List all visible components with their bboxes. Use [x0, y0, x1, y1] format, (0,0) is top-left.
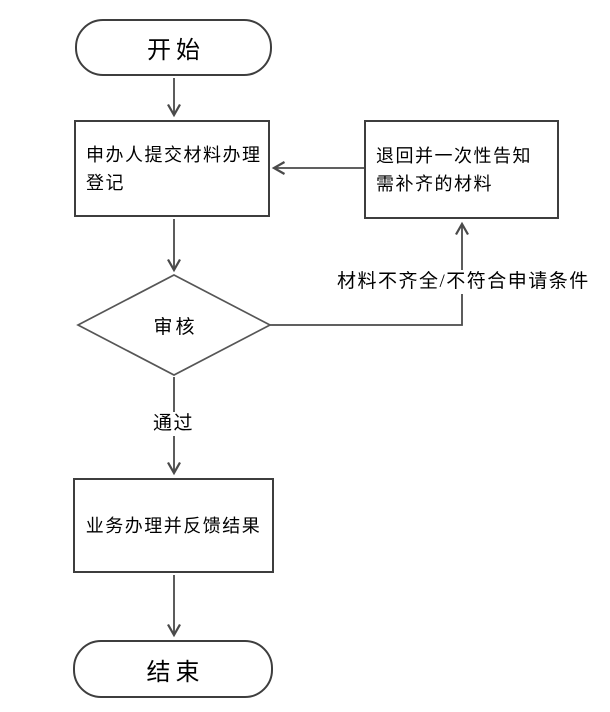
- edge-label-reject: 材料不齐全/不符合申请条件: [336, 270, 591, 294]
- flow-node-start: 开始: [75, 19, 272, 76]
- flow-node-submit: 申办人提交材料办理登记: [74, 120, 270, 217]
- flow-node-handle-feedback: 业务办理并反馈结果: [73, 478, 274, 573]
- decision-diamond-shape: [76, 274, 272, 376]
- flow-node-review-label: 审核: [153, 316, 198, 338]
- flow-node-start-label: 开始: [147, 38, 205, 64]
- flow-node-review: 审核: [78, 275, 270, 375]
- flow-node-return-materials: 退回并一次性告知需补齐的材料: [364, 120, 559, 219]
- edge-label-approve: 通过: [152, 412, 196, 436]
- flow-node-end: 结束: [73, 640, 273, 698]
- flow-node-submit-label: 申办人提交材料办理登记: [86, 144, 262, 193]
- flow-node-end-label: 结束: [146, 659, 205, 686]
- flow-node-return-materials-label: 退回并一次性告知需补齐的材料: [376, 145, 532, 194]
- arrow-review-to-return: [270, 221, 469, 326]
- flow-node-handle-feedback-label: 业务办理并反馈结果: [85, 515, 262, 536]
